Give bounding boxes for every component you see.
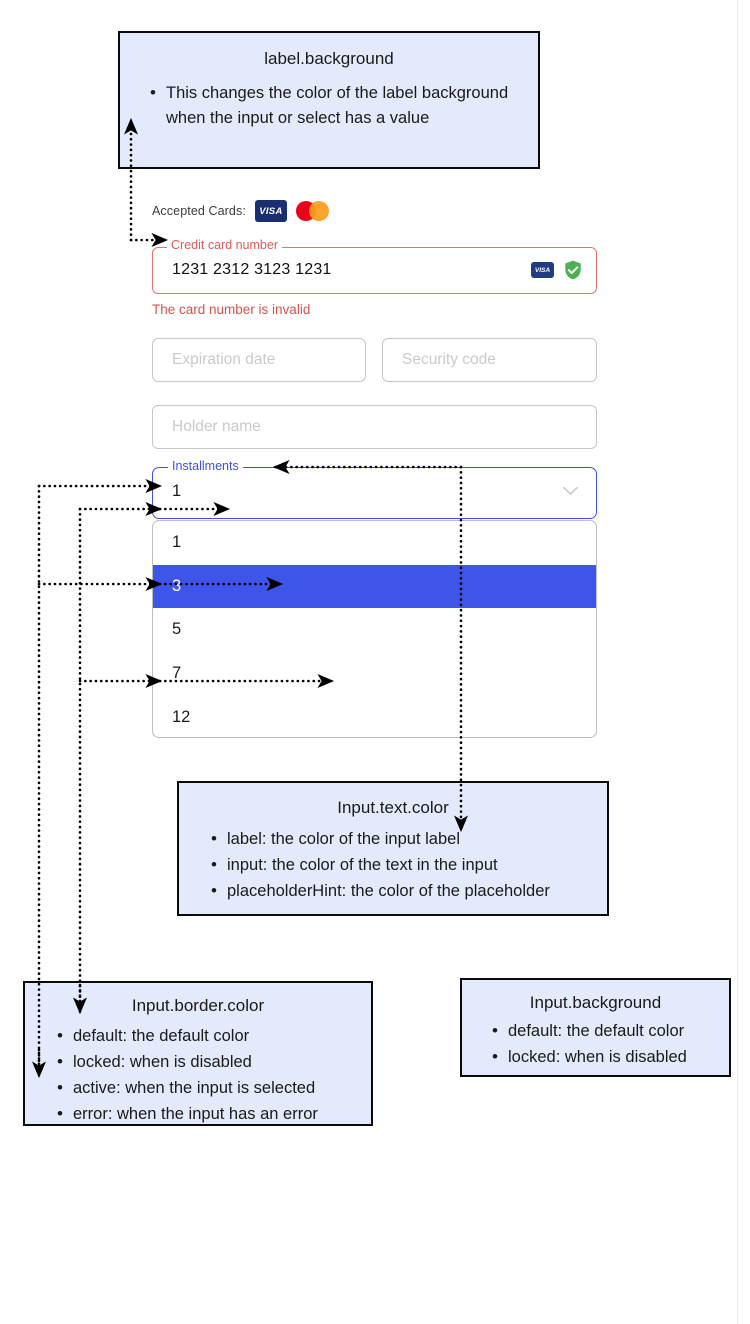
security-code-field[interactable]: Security code (382, 338, 597, 382)
detected-visa-icon-text: VISA (534, 266, 551, 274)
callout-input-text-color: Input.text.color label: the color of the… (177, 781, 609, 916)
holder-name-field[interactable]: Holder name (152, 405, 597, 449)
visa-brand-icon-text: VISA (259, 205, 283, 217)
dropdown-option[interactable]: 12 (172, 707, 191, 726)
detected-visa-icon: VISA (531, 262, 554, 278)
mastercard-right-circle (308, 201, 329, 221)
accepted-cards-label: Accepted Cards: (152, 204, 246, 218)
holder-name-placeholder: Holder name (172, 418, 261, 435)
callout-list-item: error: when the input has an error (53, 1102, 365, 1127)
expiration-date-placeholder: Expiration date (172, 351, 276, 368)
installments-dropdown-list[interactable]: 1 3 5 7 12 (152, 520, 597, 738)
callout-input-background: Input.background default: the default co… (460, 978, 731, 1077)
chevron-down-icon[interactable] (562, 486, 579, 496)
callout-list-item: input: the color of the text in the inpu… (207, 853, 597, 878)
shield-check-icon (565, 260, 581, 280)
mastercard-brand-icon (295, 200, 330, 222)
callout-title: Input.text.color (337, 798, 449, 817)
dropdown-option[interactable]: 5 (172, 620, 182, 639)
dropdown-option[interactable]: 7 (172, 664, 182, 683)
callout-list-item: default: the default color (488, 1019, 723, 1044)
credit-card-adornments: VISA (531, 259, 584, 281)
callout-input-border-color: Input.border.color default: the default … (23, 981, 373, 1127)
dropdown-option[interactable]: 1 (172, 533, 182, 552)
credit-card-error-message: The card number is invalid (152, 302, 311, 317)
installments-select[interactable]: Installments 1 (152, 460, 597, 519)
callout-list: label: the color of the input label inpu… (179, 827, 607, 904)
installments-selected-value: 1 (172, 482, 182, 500)
credit-card-number-value: 1231 2312 3123 1231 (172, 261, 332, 278)
callout-list-item: default: the default color (53, 1024, 365, 1049)
credit-card-number-label: Credit card number (167, 239, 282, 252)
callout-list-item: label: the color of the input label (207, 827, 597, 852)
callout-list: default: the default color locked: when … (25, 1024, 371, 1127)
page-edge-divider (737, 0, 738, 1324)
callout-list-item: active: when the input is selected (53, 1076, 365, 1101)
credit-card-number-field[interactable]: Credit card number 1231 2312 3123 1231 V… (152, 239, 597, 294)
callout-title: label.background (264, 49, 394, 68)
callout-list-item: placeholderHint: the color of the placeh… (207, 879, 597, 904)
callout-list: default: the default color locked: when … (462, 1019, 729, 1070)
dropdown-option[interactable]: 3 (153, 564, 596, 609)
callout-list-item: This changes the color of the label back… (146, 80, 520, 131)
security-code-placeholder: Security code (402, 351, 496, 368)
visa-brand-icon: VISA (254, 200, 287, 222)
installments-label: Installments (168, 460, 243, 473)
callout-list: This changes the color of the label back… (120, 80, 538, 131)
callout-list-item: locked: when is disabled (488, 1045, 723, 1070)
callout-title: Input.background (529, 993, 662, 1012)
callout-title: Input.border.color (131, 996, 265, 1015)
expiration-date-field[interactable]: Expiration date (152, 338, 366, 382)
accepted-cards-row: Accepted Cards: VISA (152, 200, 330, 222)
callout-list-item: locked: when is disabled (53, 1050, 365, 1075)
callout-label-background: label.background This changes the color … (118, 31, 540, 169)
